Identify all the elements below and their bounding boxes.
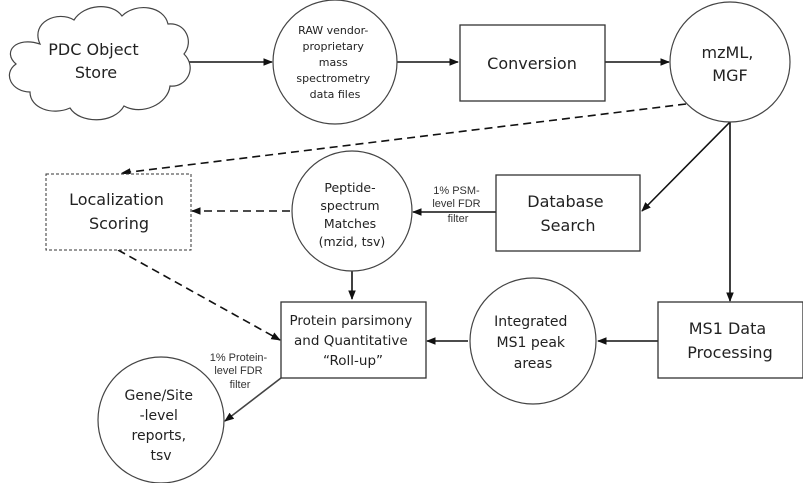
box-shape xyxy=(495,174,641,252)
node-ms1-data-processing: MS1 Data Processing xyxy=(657,301,803,379)
cloud-shape xyxy=(8,6,191,121)
node-protein-parsimony: Protein parsimony and Quantitative “Roll… xyxy=(280,301,427,379)
node-label: Conversion xyxy=(487,54,577,73)
node-localization-scoring: Localization Scoring xyxy=(45,173,192,251)
node-label: MS1 Data Processing xyxy=(687,319,772,362)
circle-shape xyxy=(291,150,413,272)
circle-shape xyxy=(97,356,225,483)
node-mzml-mgf: mzML, MGF xyxy=(669,1,791,123)
box-shape xyxy=(459,24,606,102)
edge-localization-to-protein xyxy=(117,249,281,341)
edge-mzml-to-dbsearch xyxy=(641,121,731,212)
node-label: PDC Object Store xyxy=(48,40,143,82)
edge-mzml-to-localization xyxy=(121,103,687,176)
node-label: Database Search xyxy=(527,192,608,235)
node-label: mzML, MGF xyxy=(702,43,759,85)
dashed-box-shape xyxy=(45,173,192,251)
box-shape xyxy=(657,301,803,379)
node-label: RAW vendor- proprietary mass spectrometr… xyxy=(296,24,373,101)
box-shape xyxy=(280,301,427,379)
node-label: Protein parsimony and Quantitative “Roll… xyxy=(289,313,416,369)
circle-shape xyxy=(669,1,791,123)
node-gene-site-reports: Gene/Site -level reports, tsv xyxy=(97,356,225,483)
edges xyxy=(117,58,734,422)
node-integrated-ms1-areas: Integrated MS1 peak areas xyxy=(469,277,597,405)
node-label: Peptide- spectrum Matches (mzid, tsv) xyxy=(319,180,386,249)
edge-protein-to-reports xyxy=(224,377,282,422)
edge-label-protein-filter: 1% Protein- level FDR filter xyxy=(210,352,271,391)
node-raw-files: RAW vendor- proprietary mass spectrometr… xyxy=(272,0,398,125)
circle-shape xyxy=(272,0,398,125)
node-label: Integrated MS1 peak areas xyxy=(494,314,572,372)
node-label: Localization Scoring xyxy=(69,190,169,233)
node-peptide-spectrum-matches: Peptide- spectrum Matches (mzid, tsv) xyxy=(291,150,413,272)
node-database-search: Database Search xyxy=(495,174,641,252)
circle-shape xyxy=(469,277,597,405)
edge-label-psm-filter: 1% PSM- level FDR filter xyxy=(432,185,483,225)
node-pdc-object-store: PDC Object Store xyxy=(8,6,191,121)
node-conversion: Conversion xyxy=(459,24,606,102)
node-label: Gene/Site -level reports, tsv xyxy=(125,388,198,464)
